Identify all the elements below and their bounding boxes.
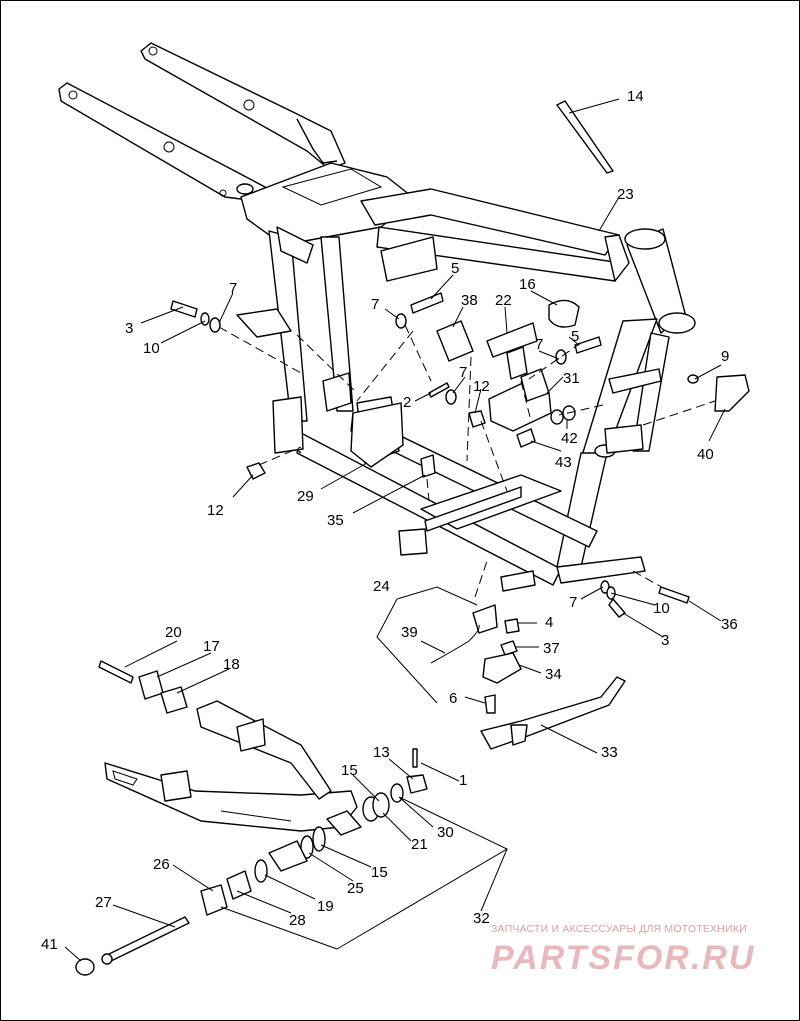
callout-40: 40 (697, 446, 714, 463)
callout-26: 26 (153, 856, 170, 873)
callout-38: 38 (461, 292, 478, 309)
callout-23: 23 (617, 186, 634, 203)
watermark-caption: ЗАПЧАСТИ И АКСЕССУАРЫ ДЛЯ МОТОТЕХНИКИ (491, 923, 747, 935)
callout-18: 18 (223, 656, 240, 673)
callout-numbers: 14 23 7 3 10 5 7 38 22 16 5 7 31 7 12 2 … (41, 88, 738, 953)
callout-5: 5 (451, 260, 459, 277)
callout-10: 10 (653, 600, 670, 617)
callout-35: 35 (327, 512, 344, 529)
callout-30: 30 (437, 824, 454, 841)
callout-6: 6 (449, 690, 457, 707)
leader-lines (64, 98, 726, 962)
callout-20: 20 (165, 624, 182, 641)
callout-25: 25 (347, 880, 364, 897)
callout-7: 7 (371, 296, 379, 313)
callout-3: 3 (125, 320, 133, 337)
callout-5: 5 (571, 328, 579, 345)
callout-34: 34 (545, 666, 562, 683)
alignment-lines (218, 324, 716, 598)
callout-41: 41 (41, 936, 58, 953)
callout-29: 29 (297, 488, 314, 505)
callout-33: 33 (601, 744, 618, 761)
callout-15: 15 (341, 762, 358, 779)
callout-13: 13 (373, 744, 390, 761)
callout-12: 12 (473, 378, 490, 395)
callout-7: 7 (569, 594, 577, 611)
callout-42: 42 (561, 430, 578, 447)
callout-39: 39 (401, 624, 418, 641)
callout-17: 17 (203, 638, 220, 655)
callout-31: 31 (563, 370, 580, 387)
callout-7: 7 (229, 280, 237, 297)
callout-9: 9 (721, 348, 729, 365)
callout-3: 3 (661, 632, 669, 649)
motorcycle-frame (58, 42, 696, 592)
jiffy-stand-assembly (430, 604, 626, 750)
callout-1: 1 (459, 772, 467, 789)
callout-2: 2 (403, 394, 411, 411)
callout-27: 27 (95, 894, 112, 911)
svg-text:PARTSFOR.RU: PARTSFOR.RU (491, 939, 755, 975)
callout-43: 43 (555, 454, 572, 471)
callout-24: 24 (373, 578, 390, 595)
callout-4: 4 (545, 614, 553, 631)
callout-28: 28 (289, 912, 306, 929)
callout-36: 36 (721, 616, 738, 633)
callout-15: 15 (371, 864, 388, 881)
callout-19: 19 (317, 898, 334, 915)
callout-16: 16 (519, 276, 536, 293)
callout-21: 21 (411, 836, 428, 853)
callout-22: 22 (495, 292, 512, 309)
swingarm-assembly (75, 660, 428, 976)
partsfor-logo: PARTSFOR.RU (491, 939, 755, 975)
callout-14: 14 (627, 88, 644, 105)
callout-7: 7 (459, 364, 467, 381)
callout-10: 10 (143, 340, 160, 357)
callout-12: 12 (207, 502, 224, 519)
upper-hardware (170, 100, 750, 618)
callout-37: 37 (543, 640, 560, 657)
callout-7: 7 (535, 336, 543, 353)
callout-32: 32 (473, 910, 490, 927)
